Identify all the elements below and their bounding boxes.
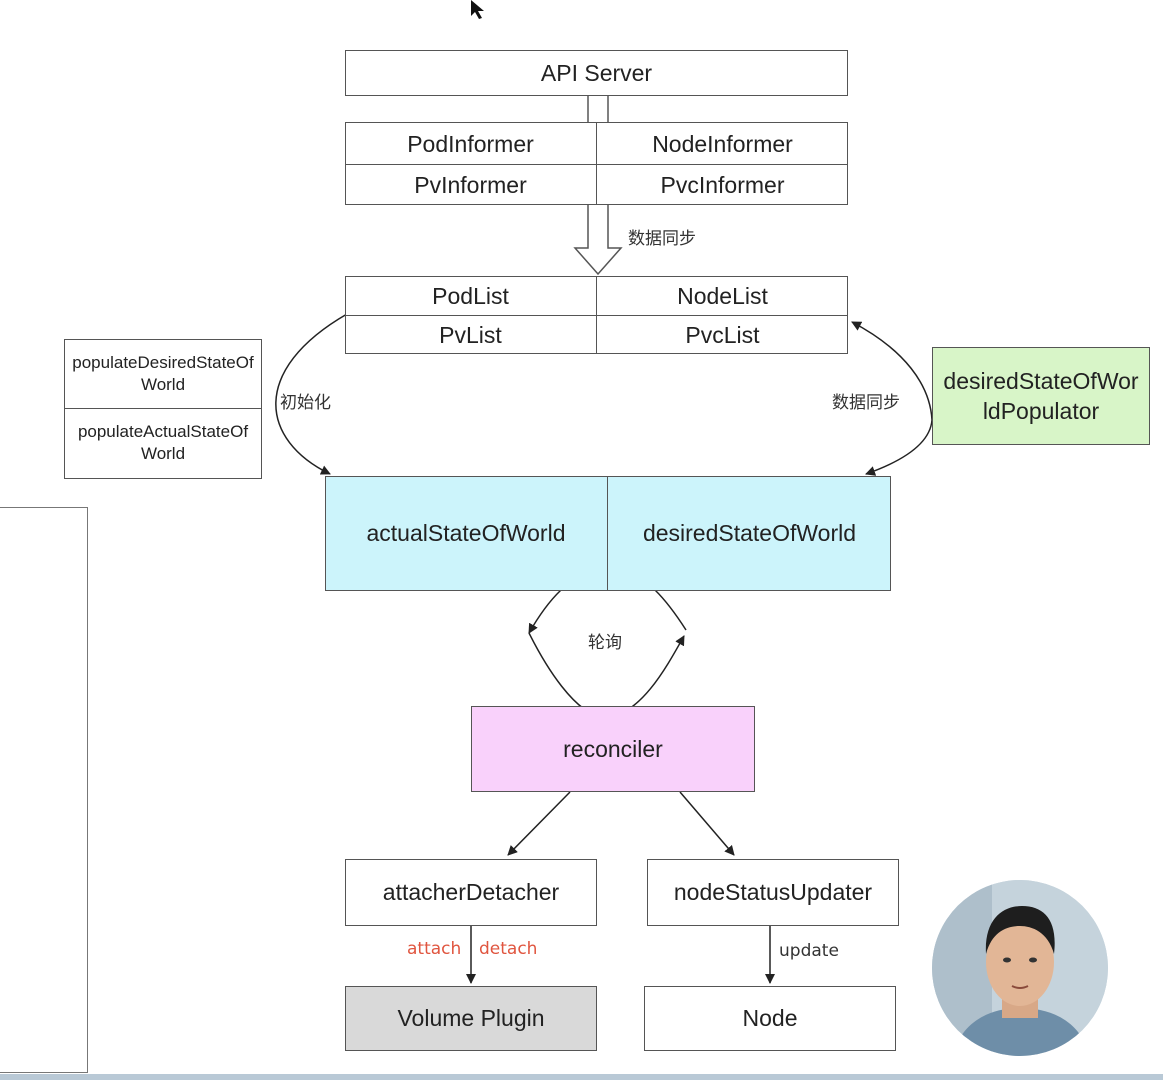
desired-state: desiredStateOfWorld [642,520,857,546]
node-status-updater-box: nodeStatusUpdater [647,859,899,926]
node-box: Node [644,986,896,1051]
node-informer: NodeInformer [652,130,793,157]
populator-label: desiredStateOfWorldPopulator [943,368,1139,424]
pv-list: PvList [439,321,502,348]
node-label: Node [742,1005,798,1031]
actual-state: actualStateOfWorld [366,520,566,546]
init-curve [275,313,348,475]
presenter-face-icon [932,880,1108,1056]
pvc-informer: PvcInformer [660,172,785,198]
sync-label-top: 数据同步 [628,229,696,249]
pvc-list: PvcList [685,321,760,348]
reconciler-box: reconciler [471,706,755,792]
update-label: update [779,941,839,961]
attacher-detacher-label: attacherDetacher [382,879,560,905]
left-side-panel [0,507,88,1073]
volume-plugin-label: Volume Plugin [397,1005,545,1031]
api-server-box: API Server [345,50,848,96]
informers-v-divider [596,122,597,205]
lists-v-divider [596,276,597,354]
detach-label: detach [479,939,538,959]
mouse-cursor-icon [471,0,484,19]
populate-desired: populateDesiredStateOfWorld [72,353,254,394]
pod-informer: PodInformer [407,130,534,157]
sync-curve-up [851,321,933,421]
attach-label: attach [407,939,462,959]
populate-divider [64,408,262,409]
states-divider [607,476,608,591]
poll-label: 轮询 [588,633,622,653]
node-status-updater-label: nodeStatusUpdater [673,879,873,905]
states-box [325,476,891,591]
node-list: NodeList [677,283,768,309]
volume-plugin-box: Volume Plugin [345,986,597,1051]
pv-informer: PvInformer [414,172,527,198]
sync-label-right: 数据同步 [832,393,900,413]
bottom-scroll-bar[interactable] [0,1074,1163,1080]
populate-actual: populateActualStateOfWorld [77,422,249,463]
populate-box [64,339,262,479]
sync-curve-down [865,419,933,476]
populator-box: desiredStateOfWorldPopulator [932,347,1150,445]
attacher-detacher-box: attacherDetacher [345,859,597,926]
reconciler-label: reconciler [563,735,663,762]
pod-list: PodList [432,283,509,309]
presenter-webcam-avatar [932,880,1108,1056]
api-server-label: API Server [540,59,653,86]
init-label: 初始化 [280,393,331,413]
sync-hollow-arrow [573,205,623,276]
